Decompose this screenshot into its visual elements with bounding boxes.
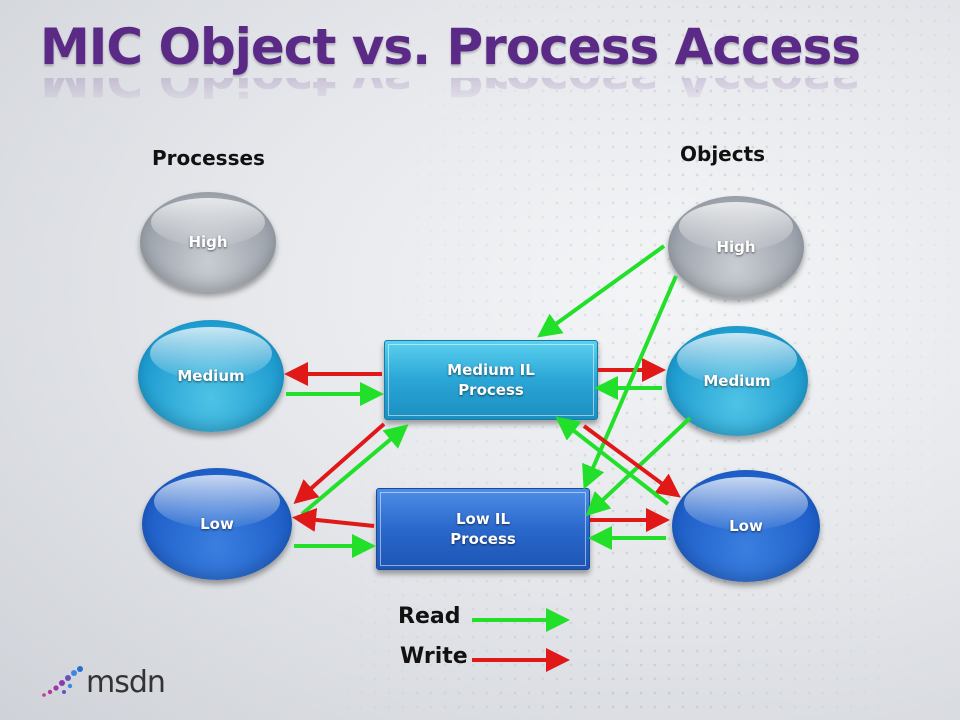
msdn-logo-text: msdn: [86, 664, 166, 700]
write-arrow-low-to-process-low: [292, 507, 375, 532]
read-arrow-object-high-to-low: [582, 275, 678, 490]
object-medium-label: Medium: [703, 372, 771, 390]
process-low-node: Low: [142, 468, 292, 580]
process-medium-node: Medium: [138, 320, 284, 432]
process-low-label: Low: [200, 515, 234, 533]
slide-title: MIC Object vs. Process Access: [40, 18, 861, 76]
low-il-process-line2: Process: [450, 530, 516, 548]
object-medium-node: Medium: [666, 326, 808, 436]
process-high-node: High: [140, 192, 276, 292]
processes-heading: Processes: [152, 146, 265, 170]
medium-il-process-box: Medium IL Process: [384, 340, 598, 420]
object-low-node: Low: [672, 470, 820, 582]
process-medium-label: Medium: [177, 367, 245, 385]
read-arrow-process-low-to-medium: [300, 424, 409, 516]
write-arrow-medium-to-process-low: [293, 422, 386, 504]
low-il-process-box: Low IL Process: [376, 488, 590, 570]
low-il-process-line1: Low IL: [455, 510, 511, 528]
legend-write-label: Write: [400, 644, 468, 669]
process-high-label: High: [188, 233, 228, 251]
medium-il-process-line2: Process: [458, 381, 524, 399]
read-arrow-object-high-to-medium: [537, 244, 666, 338]
legend-read-label: Read: [398, 604, 461, 629]
msdn-logo-icon: [42, 666, 83, 697]
object-high-label: High: [716, 238, 756, 256]
object-high-node: High: [668, 196, 804, 298]
objects-heading: Objects: [680, 142, 766, 166]
read-arrow-object-low-to-medium: [555, 416, 670, 506]
object-low-label: Low: [729, 517, 763, 535]
msdn-logo: msdn: [40, 664, 166, 700]
write-arrow-medium-to-object-low: [582, 424, 681, 498]
medium-il-process-line1: Medium IL: [447, 361, 535, 379]
